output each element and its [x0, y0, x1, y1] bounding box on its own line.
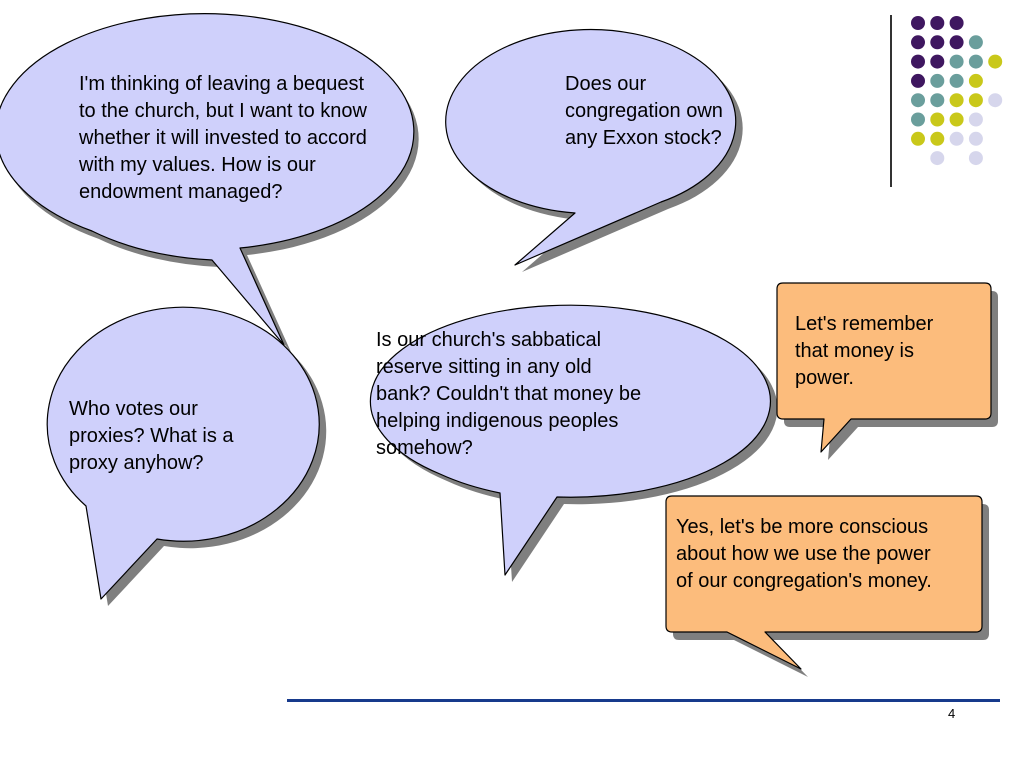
footer-rule — [287, 699, 1000, 702]
decor-dot-purple — [930, 16, 945, 30]
speech-bubble-exxon — [445, 28, 737, 266]
decor-dot-lavender — [968, 151, 983, 166]
decor-dot-teal — [930, 73, 945, 88]
callout-money-power-text: Let's remember that money is power. — [795, 313, 934, 389]
callout-conscious-text: Yes, let's be more conscious about how w… — [676, 516, 932, 592]
decor-dot-teal — [911, 93, 925, 108]
decor-dot-teal — [968, 35, 983, 50]
decor-dot-teal — [911, 112, 925, 127]
decor-dot-purple — [949, 16, 964, 30]
decor-dot-yellow — [949, 112, 964, 127]
callout-box-money-power — [776, 282, 992, 453]
page-number: 4 — [948, 706, 956, 721]
decor-dot-purple — [930, 35, 945, 50]
decor-dot-teal — [968, 54, 983, 69]
decor-dot-purple — [911, 35, 925, 50]
bubble-proxies-text: Who votes our proxies? What is a proxy a… — [69, 398, 234, 474]
decor-dot-lavender — [930, 151, 945, 166]
decor-dot-teal — [949, 73, 964, 88]
speech-bubble-sabbatical — [369, 304, 772, 576]
decor-dot-yellow — [930, 112, 945, 127]
bubble-sabbatical-text: Is our church's sabbatical reserve sitti… — [376, 329, 642, 459]
shape-fills — [0, 13, 992, 670]
decor-dot-yellow — [930, 131, 945, 146]
decor-dot-purple — [911, 54, 925, 69]
decor-dot-teal — [949, 54, 964, 69]
decor-dot-purple — [930, 54, 945, 69]
decor-dot-purple — [911, 73, 925, 88]
decor-dot-purple — [911, 16, 925, 30]
decor-dot-lavender — [949, 131, 964, 146]
decor-dot-lavender — [988, 93, 1003, 108]
decor-dot-yellow — [968, 73, 983, 88]
bubble-exxon-text: Does our congregation own any Exxon stoc… — [565, 73, 723, 149]
vertical-divider — [890, 15, 892, 187]
speech-bubble-proxies — [46, 306, 320, 600]
decor-dot-lavender — [968, 112, 983, 127]
decor-dot-purple — [949, 35, 964, 50]
decorative-dot-grid — [911, 16, 1003, 166]
decor-dot-yellow — [988, 54, 1003, 69]
decor-dot-teal — [930, 93, 945, 108]
decor-dot-lavender — [968, 131, 983, 146]
callout-box-conscious — [665, 495, 983, 670]
decor-dot-yellow — [968, 93, 983, 108]
decor-dot-yellow — [911, 131, 925, 146]
bubble-bequest-text: I'm thinking of leaving a bequest to the… — [79, 73, 367, 203]
speech-bubble-bequest — [0, 13, 415, 346]
decor-dot-yellow — [949, 93, 964, 108]
